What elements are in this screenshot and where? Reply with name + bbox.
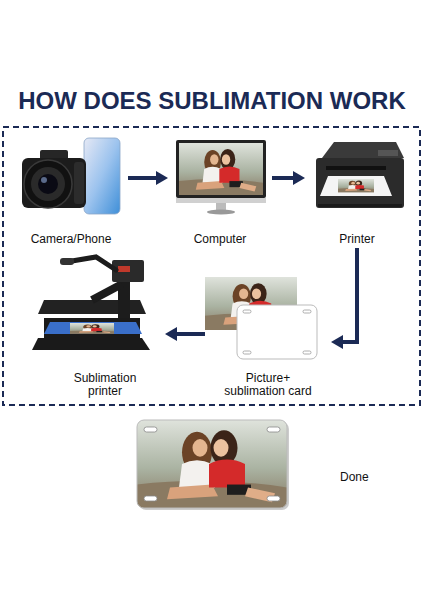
finished-plate-icon — [267, 427, 280, 432]
step-label: Printer — [339, 233, 374, 246]
computer-icon — [176, 198, 266, 203]
picture-and-card-icon — [243, 310, 251, 313]
computer-icon — [179, 143, 263, 195]
camera-icon — [24, 160, 72, 208]
heat-press-icon — [118, 266, 130, 272]
computer-icon — [176, 140, 266, 198]
heat-press-icon — [44, 322, 142, 334]
step-node: Sublimation printer — [45, 252, 165, 400]
camera-icon — [41, 177, 47, 183]
picture-and-card-icon — [303, 351, 311, 354]
computer-icon — [176, 140, 266, 215]
computer-icon — [207, 210, 235, 215]
phone-icon — [84, 138, 120, 214]
finished-plate-icon — [137, 420, 287, 508]
picture-and-card-icon — [243, 351, 251, 354]
step-node: Picture+ sublimation card — [205, 262, 331, 400]
flow-arrow — [272, 176, 293, 180]
heat-press-icon — [60, 258, 74, 265]
step-label: Sublimation printer — [60, 372, 150, 398]
step-label: Done — [340, 471, 369, 484]
step-node: Done — [130, 414, 400, 516]
finished-plate-icon — [137, 420, 289, 510]
step-label: Picture+ sublimation card — [220, 372, 316, 398]
printer-icon — [316, 142, 404, 208]
picture-and-card-icon — [237, 305, 317, 359]
finished-plate-icon — [137, 420, 287, 508]
step-label: Camera/Phone — [31, 233, 112, 246]
camera-icon — [38, 174, 58, 194]
printer-icon — [378, 150, 398, 156]
dashed-frame — [3, 127, 420, 405]
flow-arrow — [343, 248, 357, 342]
heat-press-icon — [32, 257, 150, 350]
title-box: HOW DOES SUBLIMATION WORK — [0, 86, 424, 116]
finished-plate-icon — [137, 420, 287, 508]
heat-press-icon — [92, 284, 122, 300]
step-node: Camera/Phone — [14, 134, 128, 248]
step-node: Computer — [168, 134, 272, 248]
picture-and-card-icon — [303, 310, 311, 313]
printer-icon — [316, 158, 404, 208]
heat-press-icon — [70, 323, 114, 334]
flow-arrow — [177, 332, 205, 336]
finished-plate-icon — [144, 496, 157, 501]
phone-icon — [84, 138, 120, 214]
camera-icon — [22, 158, 86, 208]
finished-plate-icon — [144, 427, 157, 432]
camera-icon — [74, 162, 84, 204]
diagram-title: HOW DOES SUBLIMATION WORK — [0, 86, 424, 116]
camera-icon — [22, 150, 86, 208]
step-label: Computer — [194, 233, 247, 246]
printer-icon — [318, 204, 402, 207]
step-node: Printer — [305, 134, 409, 248]
printer-icon — [322, 142, 404, 158]
camera-icon — [31, 167, 65, 201]
picture-and-card-icon — [205, 277, 317, 359]
heat-press-icon — [32, 338, 150, 350]
flow-arrow — [128, 176, 156, 180]
finished-plate-icon — [267, 496, 280, 501]
flow-arrows — [128, 178, 357, 342]
printer-icon — [338, 179, 374, 192]
printer-icon — [326, 166, 386, 170]
printer-icon — [320, 176, 392, 196]
